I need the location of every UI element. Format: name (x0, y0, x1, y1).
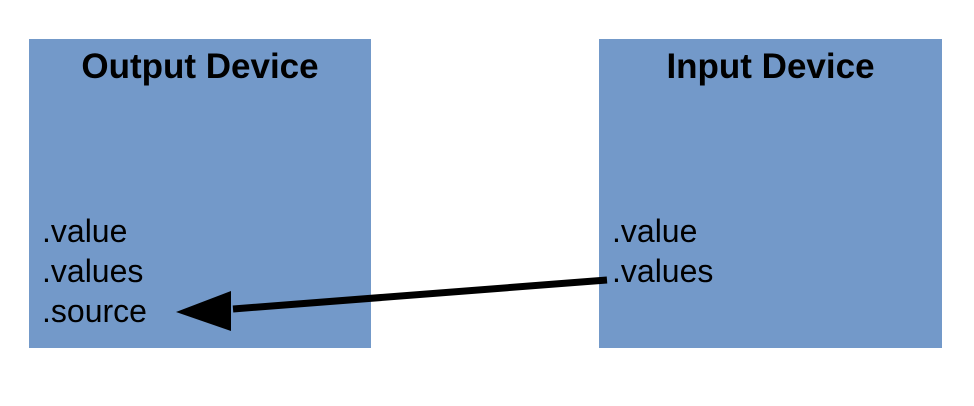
output-device-box: Output Device .value .values .source (29, 39, 371, 348)
input-property-values: .values (612, 253, 714, 289)
output-device-properties: .value .values .source (42, 211, 147, 331)
output-property-values: .values (42, 253, 144, 289)
input-device-properties: .value .values (612, 211, 713, 291)
input-device-box: Input Device .value .values (599, 39, 942, 348)
input-device-title: Input Device (666, 47, 875, 86)
output-device-title: Output Device (81, 47, 319, 86)
output-property-source: .source (42, 293, 147, 329)
input-property-value: .value (612, 213, 698, 249)
output-property-value: .value (42, 213, 128, 249)
